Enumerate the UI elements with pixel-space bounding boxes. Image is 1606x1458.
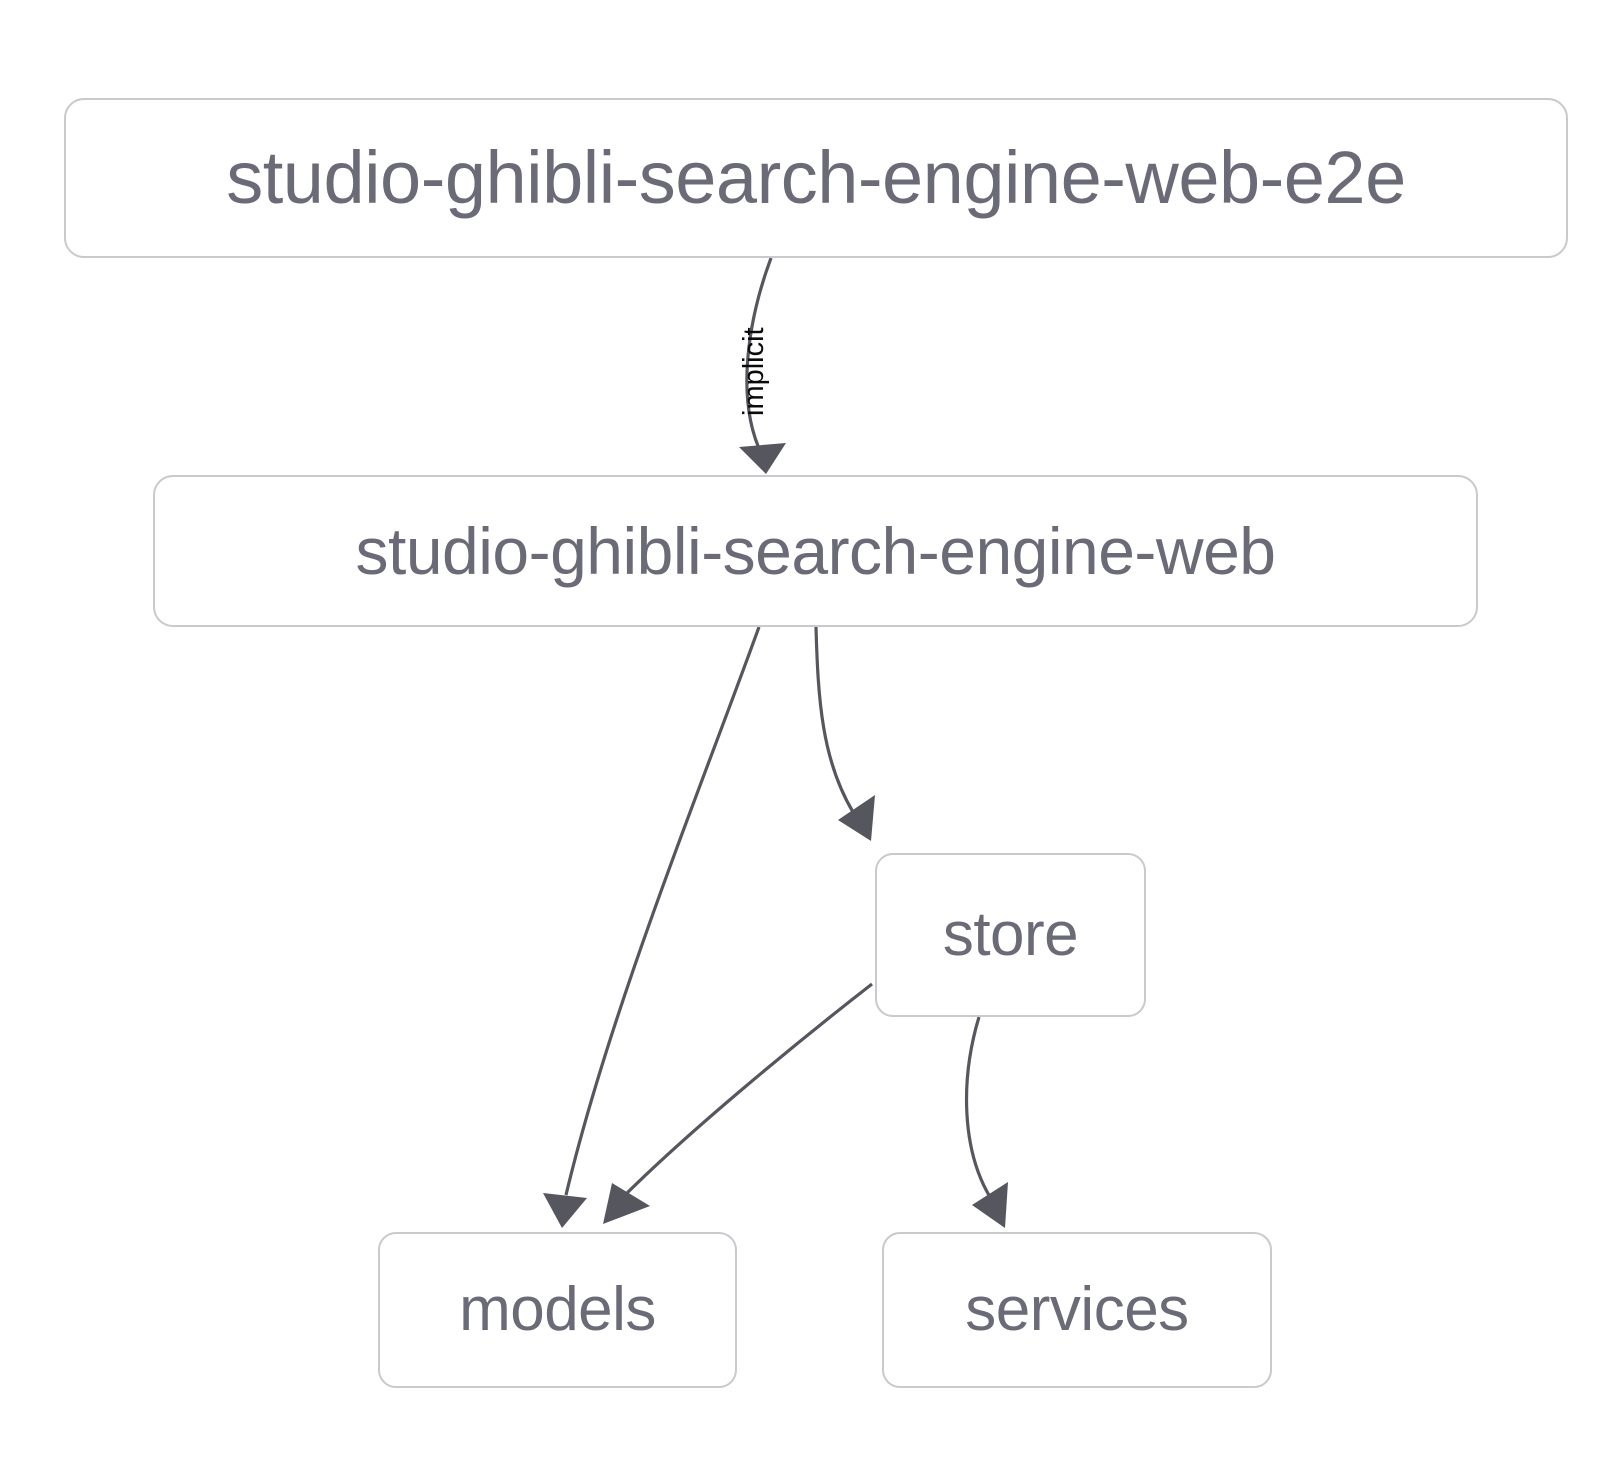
edge-web-to-store[interactable] [814,626,875,841]
edge-store-to-models-path [620,982,873,1200]
node-label-e2e: studio-ghibli-search-engine-web-e2e [226,136,1406,219]
edge-store-to-services-path [964,1016,992,1198]
node-models[interactable]: models [378,1232,737,1388]
edge-label-implicit: implicit [738,327,770,416]
edge-store-to-models-arrowhead [603,1183,650,1224]
edge-e2e-to-web[interactable] [739,257,786,474]
node-studio-ghibli-search-engine-web-e2e[interactable]: studio-ghibli-search-engine-web-e2e [64,98,1568,258]
edge-e2e-to-web-path [745,257,773,456]
node-services[interactable]: services [882,1232,1272,1388]
node-label-models: models [459,1275,656,1344]
edge-web-to-store-arrowhead [838,795,875,841]
edge-e2e-to-web-arrowhead [739,443,786,474]
node-label-web: studio-ghibli-search-engine-web [355,514,1276,588]
edge-web-to-models-arrowhead [543,1193,587,1228]
node-store[interactable]: store [875,853,1146,1017]
node-label-store: store [942,900,1079,969]
node-label-services: services [965,1275,1189,1344]
edge-store-to-models[interactable] [603,982,873,1224]
edge-store-to-services[interactable] [964,1016,1008,1228]
edge-store-to-services-arrowhead [972,1182,1008,1228]
edge-web-to-store-path [814,626,855,813]
edge-web-to-models[interactable] [543,626,761,1228]
node-studio-ghibli-search-engine-web[interactable]: studio-ghibli-search-engine-web [153,475,1478,627]
edge-web-to-models-path [564,626,761,1196]
